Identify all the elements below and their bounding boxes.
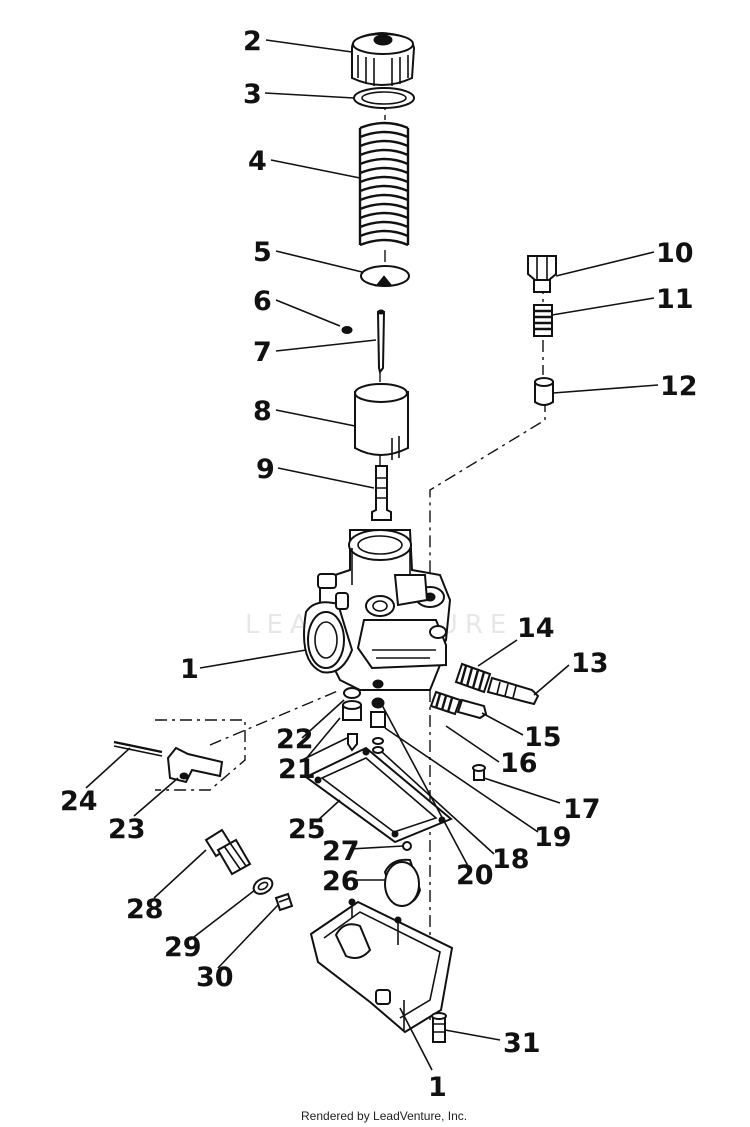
part-1-carburetor-body xyxy=(303,529,452,691)
callout-2: 2 xyxy=(243,26,262,57)
callout-3: 3 xyxy=(243,79,262,110)
callout-30: 30 xyxy=(196,962,234,993)
part-28-banjo-bolt xyxy=(204,828,252,876)
part-31-bowl-screw xyxy=(431,1012,447,1043)
callout-21: 21 xyxy=(278,754,316,785)
callout-11: 11 xyxy=(656,284,694,315)
part-27-float-needle xyxy=(402,841,412,851)
part-12-plunger xyxy=(534,377,554,406)
callout-17: 17 xyxy=(563,794,601,825)
callout-23: 23 xyxy=(108,814,146,845)
callout-19: 19 xyxy=(534,822,572,853)
callout-18: 18 xyxy=(492,844,530,875)
part-15-throttle-stop-screw xyxy=(429,690,488,720)
callout-27: 27 xyxy=(322,836,360,867)
part-5-needle-retainer xyxy=(360,265,410,287)
part-7-jet-needle xyxy=(376,309,386,375)
part-24-float-pin xyxy=(113,740,163,757)
part-2-cap xyxy=(351,31,416,86)
part-8-throttle-slide xyxy=(354,383,409,460)
part-26-float xyxy=(383,858,422,907)
part-4-spring xyxy=(358,121,410,247)
callout-5: 5 xyxy=(253,237,272,268)
callout-31: 31 xyxy=(503,1028,541,1059)
part-20-pilot-jet xyxy=(370,697,386,754)
callout-7: 7 xyxy=(253,337,272,368)
callout-10: 10 xyxy=(656,238,694,269)
callout-8: 8 xyxy=(253,396,272,427)
callout-15: 15 xyxy=(524,722,562,753)
callout-20: 20 xyxy=(456,860,494,891)
callout-6: 6 xyxy=(253,286,272,317)
callout-1-bowl: 1 xyxy=(428,1072,447,1103)
part-1-float-bowl xyxy=(309,898,454,1034)
part-25-gasket xyxy=(304,746,453,844)
callout-25: 25 xyxy=(288,814,326,845)
callout-12: 12 xyxy=(660,371,698,402)
callout-1-body: 1 xyxy=(180,654,199,685)
callout-9: 9 xyxy=(256,454,275,485)
part-10-fitting xyxy=(527,255,557,293)
part-9-needle-jet xyxy=(371,465,392,521)
callout-28: 28 xyxy=(126,894,164,925)
callout-24: 24 xyxy=(60,786,98,817)
callout-14: 14 xyxy=(517,613,555,644)
callout-16: 16 xyxy=(500,748,538,779)
callout-29: 29 xyxy=(164,932,202,963)
part-29-washer xyxy=(252,877,274,895)
callout-13: 13 xyxy=(571,648,609,679)
callout-22: 22 xyxy=(276,724,314,755)
part-17-screw xyxy=(472,764,486,781)
part-14-spring xyxy=(454,662,492,694)
part-3-washer xyxy=(353,87,415,109)
part-30-drain-screw xyxy=(274,892,294,912)
callout-26: 26 xyxy=(322,866,360,897)
part-13-pilot-screw xyxy=(486,676,540,706)
callout-leader-lines xyxy=(85,39,659,1071)
callout-numbers: 2 3 4 5 6 7 8 9 10 11 12 1 14 13 15 16 2… xyxy=(60,26,698,1103)
part-21-main-jet xyxy=(342,700,362,752)
callout-4: 4 xyxy=(248,146,267,177)
part-6-e-clip xyxy=(341,326,353,334)
footer-credit: Rendered by LeadVenture, Inc. xyxy=(301,1109,467,1123)
part-23-float-arm xyxy=(166,746,224,784)
part-22-washer xyxy=(343,687,361,699)
part-11-small-spring xyxy=(533,304,553,337)
